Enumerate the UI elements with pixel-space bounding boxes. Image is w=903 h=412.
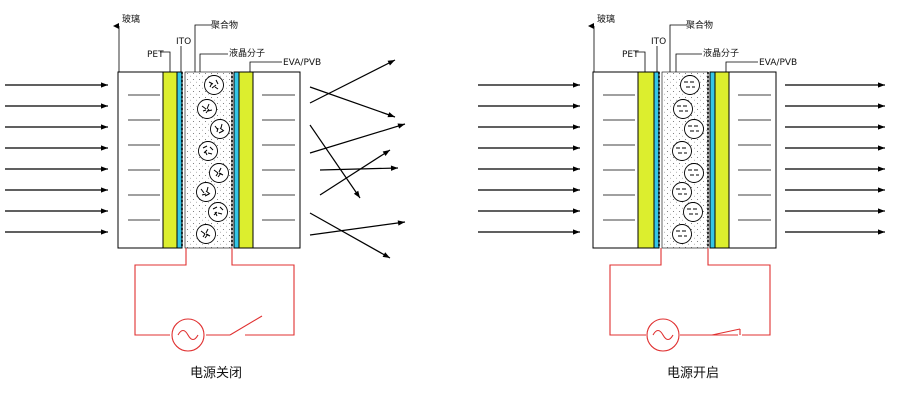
label-eva-pvb: EVA/PVB (283, 58, 321, 68)
label-ito: ITO (651, 37, 666, 47)
label-pet: PET (622, 50, 639, 60)
label-pet: PET (147, 50, 164, 60)
switch-icon (711, 328, 741, 336)
circuit-off (134, 248, 295, 336)
label-eva-pvb: EVA/PVB (759, 58, 797, 68)
switch-icon (229, 315, 263, 336)
ito-layer-right (709, 71, 716, 249)
label-glass: 玻璃 (597, 13, 615, 25)
pet-layer-right (238, 71, 254, 249)
caption-power-off: 电源关闭 (190, 366, 242, 381)
panel-power-on: 玻璃 PET ITO 聚合物 液晶分子 EVA/PVB 电源开启 (478, 13, 885, 381)
label-liquid-crystal: 液晶分子 (703, 47, 739, 59)
liquid-crystal-layer-off (184, 71, 233, 249)
glass-right (728, 71, 777, 249)
label-leaders-off (113, 23, 282, 72)
ito-layer-right (233, 71, 240, 249)
liquid-crystal-layer-on (661, 71, 709, 249)
label-glass: 玻璃 (122, 13, 140, 25)
label-polymer: 聚合物 (686, 19, 713, 31)
ac-source-icon (171, 318, 205, 352)
pet-layer-left (637, 71, 655, 249)
incoming-light-arrows (478, 82, 580, 235)
glass-right (252, 71, 301, 249)
label-leaders-on (588, 23, 758, 72)
pet-layer-left (162, 71, 178, 249)
label-polymer: 聚合物 (211, 19, 238, 31)
glass-left (117, 71, 164, 249)
caption-power-on: 电源开启 (667, 366, 719, 381)
incoming-light-arrows (5, 82, 108, 235)
ac-source-icon (646, 318, 680, 352)
scattered-light-arrows (309, 59, 406, 259)
transmitted-light-arrows (785, 82, 885, 235)
panel-power-off: 玻璃 PET ITO 聚合物 液晶分子 EVA/PVB 电源关闭 (5, 13, 406, 381)
label-liquid-crystal: 液晶分子 (229, 47, 265, 59)
pet-layer-right (714, 71, 730, 249)
glass-left (592, 71, 639, 249)
circuit-on (609, 248, 771, 336)
label-ito: ITO (176, 37, 191, 47)
